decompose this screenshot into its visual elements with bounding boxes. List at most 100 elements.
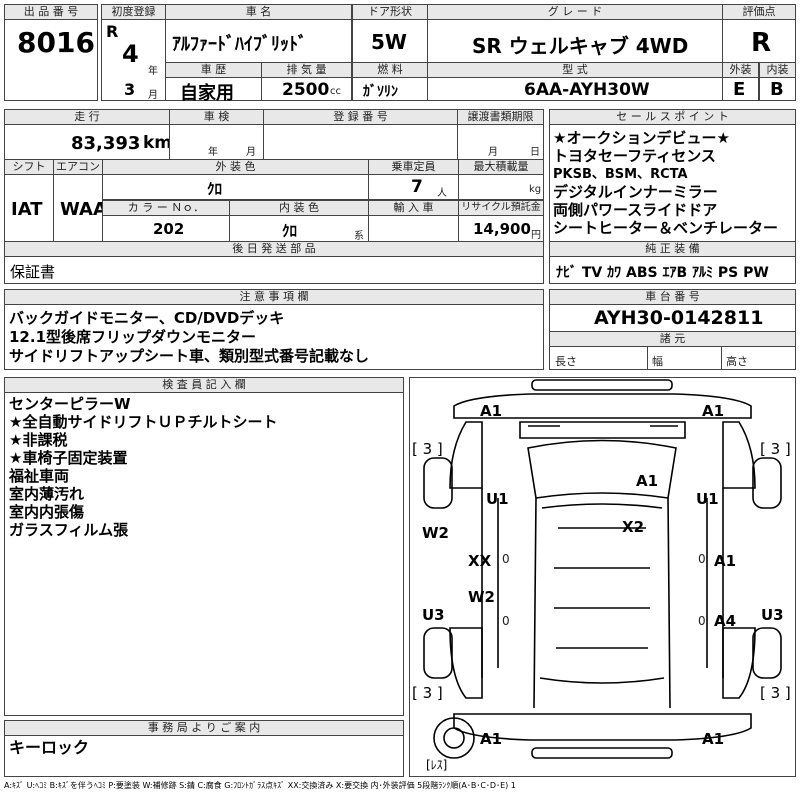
shift-cell: IAT bbox=[4, 174, 54, 242]
width-cell: 幅 bbox=[647, 346, 722, 370]
reg-month: 3 bbox=[124, 80, 136, 99]
equipment-cell: ﾅﾋﾞ TV ｶﾜ ABS ｴｱB ｱﾙﾐ PS PW bbox=[549, 256, 796, 284]
chassis-cell: AYH30-0142811 bbox=[549, 304, 796, 332]
aircon: WAA bbox=[60, 199, 107, 220]
year-unit: 年 bbox=[148, 66, 158, 77]
ext-color: ｸﾛ bbox=[207, 180, 223, 198]
capacity: 7 bbox=[411, 177, 423, 197]
mark-a1-front-left: A1 bbox=[480, 402, 503, 420]
lot-number-cell: 8016 bbox=[4, 19, 98, 101]
transfer-day-unit: 日 bbox=[530, 147, 540, 158]
displacement-cell: 2500 cc bbox=[261, 77, 352, 101]
score-label: 評価点 bbox=[722, 4, 796, 20]
mark-a1-rear-left: A1 bbox=[480, 730, 503, 748]
mark-a4: A4 bbox=[714, 612, 737, 630]
office-cell: キーロック bbox=[4, 735, 404, 777]
tire-spare: [ﾚｽ] bbox=[426, 758, 448, 772]
length-label: 長さ bbox=[555, 355, 577, 368]
tire-rear-right: [ 3 ] bbox=[760, 684, 791, 702]
mark-u1-left: U1 bbox=[486, 490, 509, 508]
zero-mark: 0 bbox=[502, 614, 510, 628]
mark-u1-right: U1 bbox=[696, 490, 719, 508]
import-cell bbox=[368, 215, 459, 242]
first-reg-label: 初度登録 bbox=[101, 4, 166, 20]
sales-line: ★オークションデビュー★ bbox=[553, 129, 730, 147]
ac-label: エアコン bbox=[53, 159, 103, 175]
inspector-line: 室内内張傷 bbox=[9, 503, 85, 521]
recycle-fee: 14,900 bbox=[473, 220, 531, 238]
capacity-cell: 7 人 bbox=[368, 174, 459, 200]
fuel-cell: ｶﾞｿﾘﾝ bbox=[352, 77, 428, 101]
month-unit: 月 bbox=[148, 90, 158, 101]
interior-label: 内装 bbox=[759, 62, 796, 78]
lot-number: 8016 bbox=[17, 26, 95, 59]
note-line: バックガイドモニター、CD/DVDデッキ bbox=[9, 309, 285, 327]
first-reg-cell: R 4 年 3 月 bbox=[101, 19, 166, 101]
exterior-label: 外装 bbox=[722, 62, 759, 78]
reg-year: 4 bbox=[122, 40, 139, 68]
interior-cell: B bbox=[759, 77, 796, 101]
recycle-cell: 14,900 円 bbox=[458, 215, 544, 242]
ext-color-label: 外 装 色 bbox=[102, 159, 369, 175]
color-no-cell: 202 bbox=[102, 215, 230, 242]
office-label: 事 務 局 よ り ご 案 内 bbox=[4, 720, 404, 736]
ext-color-cell: ｸﾛ bbox=[102, 174, 369, 200]
mark-w2-mid: W2 bbox=[468, 588, 495, 606]
model: 6AA-AYH30W bbox=[524, 80, 650, 100]
chassis-number: AYH30-0142811 bbox=[594, 307, 764, 329]
mileage-unit: km bbox=[143, 133, 173, 153]
car-outline bbox=[423, 379, 782, 759]
history: 自家用 bbox=[180, 83, 234, 104]
fuel-label: 燃 料 bbox=[352, 62, 428, 78]
sales-line: デジタルインナーミラー bbox=[553, 183, 718, 201]
shift-label: シフト bbox=[4, 159, 54, 175]
int-color-cell: ｸﾛ 系 bbox=[229, 215, 369, 242]
car-name: ｱﾙﾌｧｰﾄﾞﾊｲﾌﾞﾘｯﾄﾞ bbox=[172, 34, 307, 55]
later-parts-cell: 保証書 bbox=[4, 256, 544, 284]
sales-line: トヨタセーフティセンス bbox=[553, 147, 716, 165]
mark-a1-rear-door: A1 bbox=[714, 552, 737, 570]
max-load-cell: kg bbox=[458, 174, 544, 200]
inspection-year-unit: 年 bbox=[208, 147, 218, 158]
inspector-line: ★車椅子固定装置 bbox=[9, 449, 128, 467]
equipment: ﾅﾋﾞ TV ｶﾜ ABS ｴｱB ｱﾙﾐ PS PW bbox=[556, 265, 769, 281]
transfer-cell: 月 日 bbox=[457, 124, 544, 160]
car-diagram: A1 A1 [ 3 ] [ 3 ] U1 U1 A1 X2 W2 XX 0 0 … bbox=[409, 377, 796, 777]
mark-u3-left: U3 bbox=[422, 606, 445, 624]
inspection-month-unit: 月 bbox=[246, 147, 256, 158]
capacity-label: 乗車定員 bbox=[368, 159, 459, 175]
color-no-label: カ ラ ー Ｎｏ． bbox=[102, 200, 230, 216]
legend: A:ｷｽﾞ U:ﾍｺﾐ B:ｷｽﾞを伴うﾍｺﾐ P:要塗装 W:補修跡 S:錆 … bbox=[4, 781, 516, 790]
tire-rear-left: [ 3 ] bbox=[412, 684, 443, 702]
mark-a1-rear-right: A1 bbox=[702, 730, 725, 748]
inspector-line: ★全自動サイドリフトＵＰチルトシート bbox=[9, 413, 278, 431]
zero-mark: 0 bbox=[698, 552, 706, 566]
mileage-label: 走 行 bbox=[4, 109, 170, 125]
sales-points-label: セ ー ル ス ポ イ ン ト bbox=[549, 109, 796, 125]
length-cell: 長さ bbox=[549, 346, 648, 370]
displacement-unit: cc bbox=[330, 86, 341, 97]
mark-a1-hood: A1 bbox=[636, 472, 659, 490]
history-label: 車 歴 bbox=[165, 62, 262, 78]
zero-mark: 0 bbox=[502, 552, 510, 566]
notes-cell: バックガイドモニター、CD/DVDデッキ 12.1型後席フリップダウンモニター … bbox=[4, 304, 544, 370]
displacement-label: 排 気 量 bbox=[261, 62, 352, 78]
reg-number-label: 登 録 番 号 bbox=[263, 109, 458, 125]
width-label: 幅 bbox=[652, 355, 663, 368]
inspector-line: 室内薄汚れ bbox=[9, 485, 85, 503]
inspector-label: 検 査 員 記 入 欄 bbox=[4, 377, 404, 393]
mark-xx: XX bbox=[468, 552, 492, 570]
era: R bbox=[106, 22, 119, 41]
transfer-label: 譲渡書類期限 bbox=[457, 109, 544, 125]
model-cell: 6AA-AYH30W bbox=[427, 77, 723, 101]
interior-grade: B bbox=[770, 79, 784, 100]
car-name-label: 車 名 bbox=[165, 4, 352, 20]
mileage: 83,393 bbox=[71, 133, 141, 154]
inspection-label: 車 検 bbox=[169, 109, 264, 125]
spec-label: 諸 元 bbox=[549, 331, 796, 347]
height-label: 高さ bbox=[726, 355, 748, 368]
exterior-cell: E bbox=[722, 77, 759, 101]
tire-front-left: [ 3 ] bbox=[412, 440, 443, 458]
inspector-line: ★非課税 bbox=[9, 431, 68, 449]
capacity-unit: 人 bbox=[437, 188, 447, 199]
